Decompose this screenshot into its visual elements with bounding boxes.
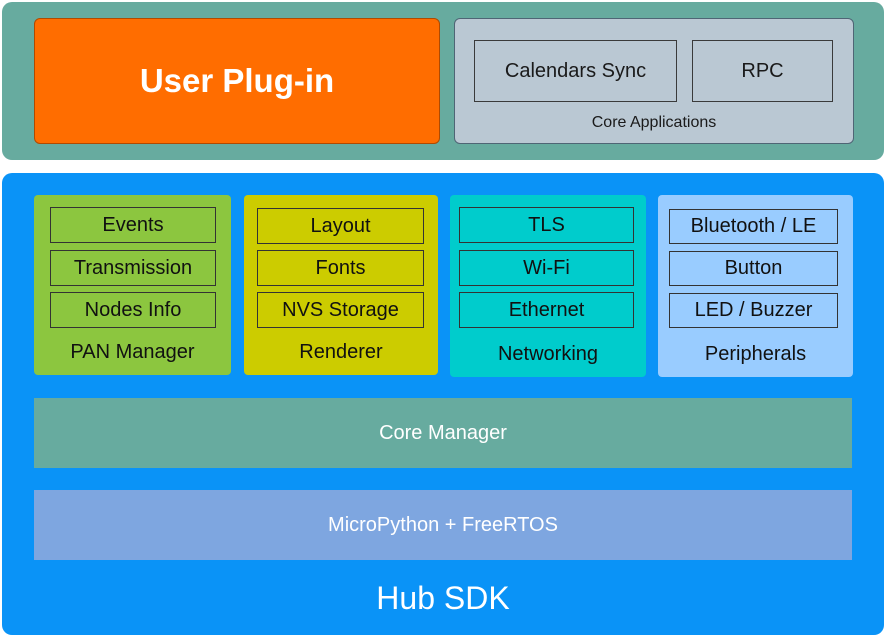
fonts-block: Fonts xyxy=(257,250,424,286)
micropython-freertos-label: MicroPython + FreeRTOS xyxy=(328,513,558,536)
tls-block: TLS xyxy=(459,207,634,243)
core-manager-label: Core Manager xyxy=(379,421,507,444)
peripherals-label: Peripherals xyxy=(704,343,807,365)
led-buzzer-label: LED / Buzzer xyxy=(694,299,813,321)
ethernet-block: Ethernet xyxy=(459,292,634,328)
wifi-block: Wi-Fi xyxy=(459,250,634,286)
events-label: Events xyxy=(102,213,164,236)
rpc-block: RPC xyxy=(692,40,833,102)
pan-manager-label: PAN Manager xyxy=(70,341,195,363)
led-buzzer-block: LED / Buzzer xyxy=(669,293,838,328)
core-applications-label: Core Applications xyxy=(591,114,717,131)
rpc-label: RPC xyxy=(741,59,784,82)
hub-sdk-label: Hub SDK xyxy=(376,580,510,616)
core-manager-block: Core Manager xyxy=(34,398,852,468)
micropython-freertos-block: MicroPython + FreeRTOS xyxy=(34,490,852,560)
transmission-block: Transmission xyxy=(50,250,216,286)
renderer-label: Renderer xyxy=(299,341,383,363)
networking-label: Networking xyxy=(497,343,599,365)
user-plugin-block: User Plug-in xyxy=(34,18,440,144)
tls-label: TLS xyxy=(528,213,565,236)
bluetooth-le-label: Bluetooth / LE xyxy=(690,215,817,237)
transmission-label: Transmission xyxy=(73,256,193,279)
wifi-label: Wi-Fi xyxy=(523,256,570,279)
nodes-info-block: Nodes Info xyxy=(50,292,216,328)
layout-label: Layout xyxy=(310,214,371,237)
events-block: Events xyxy=(50,207,216,243)
ethernet-label: Ethernet xyxy=(508,298,585,321)
nvs-storage-label: NVS Storage xyxy=(282,298,399,321)
fonts-label: Fonts xyxy=(315,256,366,279)
nvs-storage-block: NVS Storage xyxy=(257,292,424,328)
button-label: Button xyxy=(724,257,783,279)
calendars-sync-block: Calendars Sync xyxy=(474,40,677,102)
nodes-info-label: Nodes Info xyxy=(84,298,182,321)
button-block: Button xyxy=(669,251,838,286)
layout-block: Layout xyxy=(257,208,424,244)
bluetooth-le-block: Bluetooth / LE xyxy=(669,209,838,244)
user-plugin-label: User Plug-in xyxy=(139,62,335,99)
calendars-sync-label: Calendars Sync xyxy=(504,59,647,82)
